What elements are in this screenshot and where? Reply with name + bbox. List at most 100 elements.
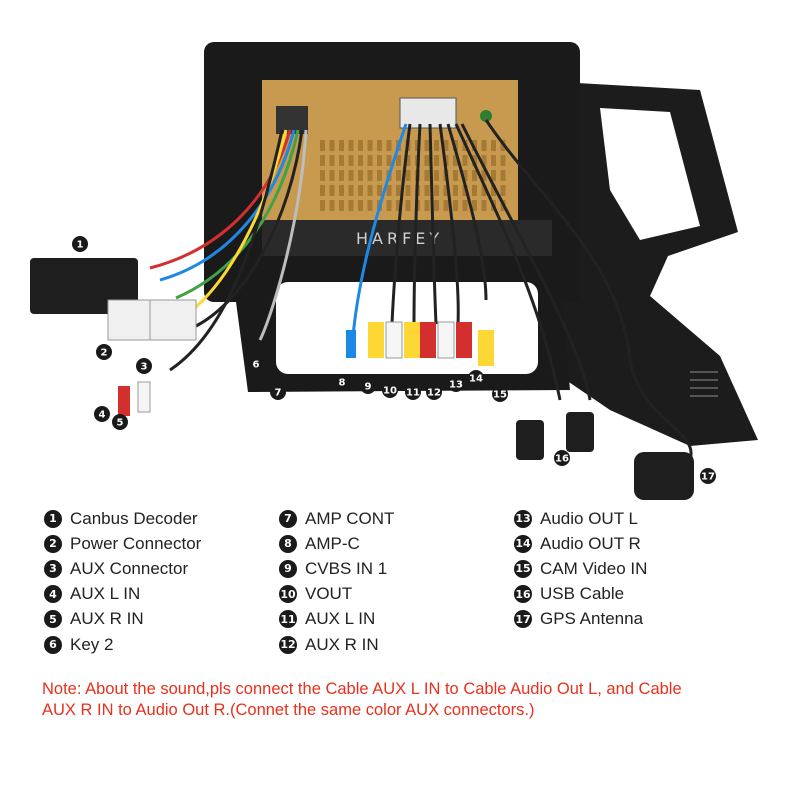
legend-number-badge: 13 [514,509,532,528]
legend-number-badge: 1 [44,509,62,528]
power-plug-a [107,299,155,341]
legend-number-badge: 7 [279,509,297,528]
photo-callout-badge [94,406,110,422]
legend-number-badge: 9 [279,559,297,578]
legend-label: VOUT [305,584,353,604]
photo-callout-badge [248,356,264,372]
legend-item: 3 AUX Connector [44,556,201,581]
rca-plug-row [346,321,494,366]
legend-label: AUX L IN [70,584,141,604]
legend-item: 9 CVBS IN 1 [279,556,394,581]
legend-label: GPS Antenna [540,609,644,629]
legend-number-badge: 17 [514,610,532,629]
photo-callout-badge [468,370,484,386]
power-plug-b [149,299,197,341]
legend-number-badge: 2 [44,534,62,553]
callout-legend: 1 Canbus Decoder 2 Power Connector 3 AUX Conn… [0,506,800,666]
photo-callout-number: 1 [77,240,84,251]
legend-number-badge: 8 [279,534,297,553]
legend-item: 16 USB Cable [514,582,647,607]
legend-number-badge: 5 [44,610,62,629]
gps-antenna [634,452,694,500]
photo-callout-badge [72,236,88,252]
photo-callout-badge [382,382,398,398]
legend-column-1: 1 Canbus Decoder 2 Power Connector 3 AUX Conn… [44,506,201,657]
legend-label: Power Connector [70,533,202,553]
legend-column-3: 13 Audio OUT L 14 Audio OUT R 15 CAM Video IN… [514,506,647,632]
frame-cutout [600,108,700,240]
legend-label: CAM Video IN [540,558,648,578]
photo-callout-number: 15 [493,390,507,401]
photo-callout-badge [334,374,350,390]
photo-callout-badge [96,344,112,360]
legend-label: AMP-C [305,533,360,553]
product-photo: HARFEY [30,42,758,500]
legend-number-badge: 14 [514,534,532,553]
legend-item: 13 Audio OUT L [514,506,647,531]
photo-callout-number: 3 [141,362,148,373]
legend-label: AUX R IN [305,634,379,654]
legend-number-badge: 10 [279,585,297,604]
connection-note: Note: About the sound,pls connect the Ca… [42,680,682,719]
legend-label: AUX L IN [305,609,376,629]
photo-callout-number: 7 [275,388,282,399]
legend-item: 10 VOUT [279,582,394,607]
legend-item: 5 AUX R IN [44,607,201,632]
photo-callout-badge [700,468,716,484]
dash-frame [540,82,758,446]
usb-plug-b [566,412,594,452]
legend-item: 11 AUX L IN [279,607,394,632]
legend-label: Audio OUT L [540,508,638,528]
aux-rca-plugs [118,381,151,416]
photo-callout-badge [405,384,421,400]
photo-callout-badge [492,386,508,402]
legend-item: 17 GPS Antenna [514,607,647,632]
legend-item: 15 CAM Video IN [514,556,647,581]
main-harness-socket [276,106,308,134]
legend-label: Canbus Decoder [70,508,198,528]
legend-number-badge: 12 [279,635,297,654]
photo-callout-number: 12 [427,388,441,399]
legend-label: AUX R IN [70,609,144,629]
legend-item: 2 Power Connector [44,531,201,556]
photo-callout-number: 6 [253,360,260,371]
photo-callout-badge [136,358,152,374]
photo-callout-number: 11 [406,388,420,399]
photo-callout-badge [112,414,128,430]
photo-callout-number: 17 [701,472,715,483]
legend-item: 12 AUX R IN [279,632,394,657]
legend-item: 8 AMP-C [279,531,394,556]
legend-number-badge: 11 [279,610,297,629]
photo-callout-badge [270,384,286,400]
photo-callout-number: 14 [469,374,483,385]
photo-callout-number: 16 [555,454,569,465]
legend-number-badge: 15 [514,559,532,578]
legend-label: CVBS IN 1 [305,558,388,578]
frame-vent [690,371,718,397]
photo-callout-number: 13 [449,380,463,391]
legend-number-badge: 3 [44,559,62,578]
legend-label: AUX Connector [70,558,189,578]
photo-callout-number: 9 [365,382,372,393]
photo-callout-badge [360,378,376,394]
legend-label: USB Cable [540,584,625,604]
photo-callout-number: 5 [117,418,124,429]
legend-label: Audio OUT R [540,533,641,553]
legend-item: 1 Canbus Decoder [44,506,201,531]
legend-number-badge: 16 [514,585,532,604]
legend-number-badge: 6 [44,635,62,654]
photo-callout-number: 4 [99,410,106,421]
photo-callout-badge [554,450,570,466]
av-socket [399,97,457,129]
photo-callout-number: 10 [383,386,397,397]
usb-plug-a [516,420,544,460]
photo-callout-number: 8 [339,378,346,389]
photo-callout-badge [426,384,442,400]
legend-item: 4 AUX L IN [44,582,201,607]
harness-wires [149,119,693,461]
legend-number-badge: 4 [44,585,62,604]
